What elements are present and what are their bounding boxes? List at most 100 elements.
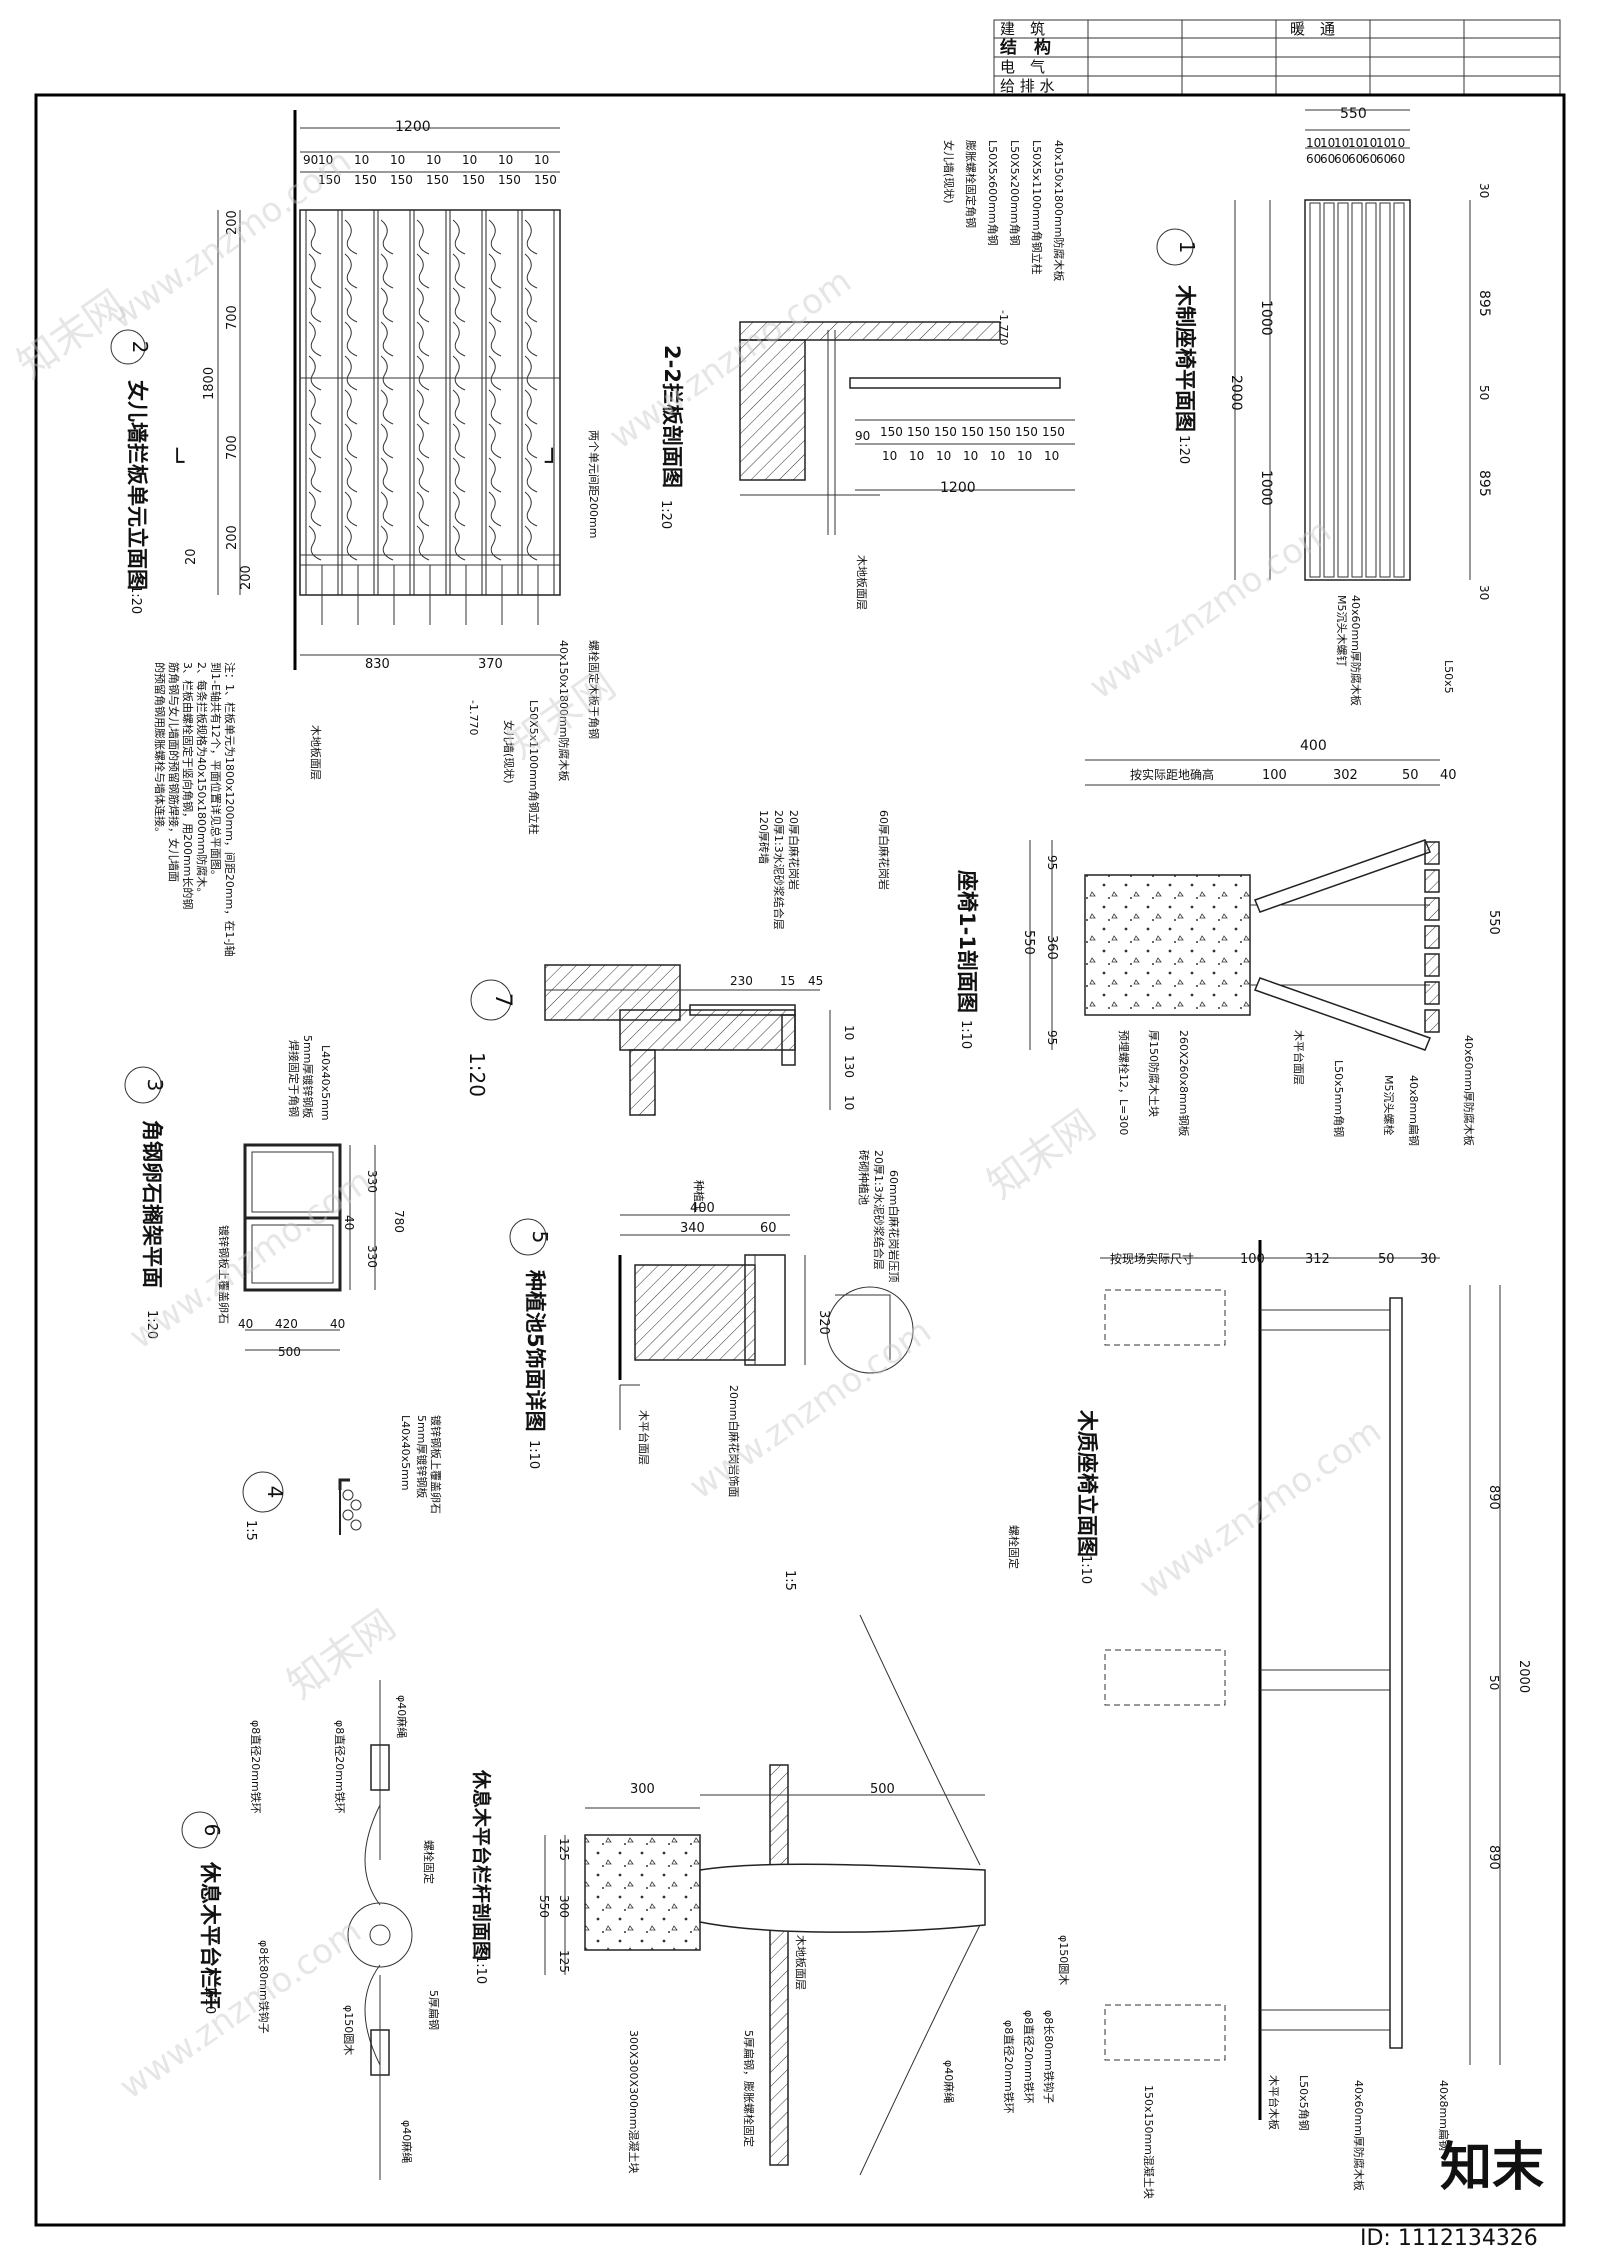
bench-seat	[1389, 1297, 1403, 2049]
wood-grain	[344, 389, 358, 425]
note-22-angle-post: L50X5x1100mm角钢立柱	[1030, 140, 1044, 275]
note-6-rope-top: φ40麻绳	[395, 1695, 409, 1738]
dim-5-400: 400	[690, 1201, 715, 1216]
wood-grain	[488, 457, 502, 493]
wood-grain	[308, 253, 322, 289]
watermark-site-2: www.znzmo.com	[602, 261, 858, 457]
dim-895-b: 895	[1476, 470, 1492, 497]
note-22-level: -1.770	[997, 310, 1010, 345]
dim-3-40-right: 40	[330, 1317, 345, 1331]
seat-elevation-scale: 1:10	[1078, 1555, 1093, 1584]
wood-grain	[308, 525, 322, 561]
dim-1-10: 10	[1348, 136, 1363, 150]
title-block-structure: 结 构	[1000, 37, 1051, 58]
footing-ghost-3	[1104, 2004, 1226, 2061]
note-5-soil: 种植土	[692, 1180, 706, 1213]
wood-grain	[524, 253, 538, 289]
wood-grain	[488, 287, 502, 323]
detail-5-title: 种植池5饰面详图	[523, 1269, 547, 1432]
dim-ss-550-right: 550	[1486, 910, 1501, 935]
dim-3-780: 780	[392, 1210, 406, 1233]
wood-grain	[308, 287, 322, 323]
watermark-site-7: www.znzmo.com	[112, 1911, 368, 2107]
note-22-expansion-bolt: 膨胀螺栓固定角钢	[964, 140, 978, 228]
detail-4-scale: 1:5	[243, 1520, 258, 1541]
note-1-screw: M5沉头木螺钉	[1335, 595, 1348, 667]
dim-5-60: 60	[760, 1221, 777, 1236]
watermark-brand-4: 知末网	[279, 1602, 404, 1709]
wood-grain	[452, 491, 466, 527]
detail-3-scale: 1:20	[144, 1310, 159, 1339]
bench-slat	[1365, 202, 1377, 578]
note-line-4: 3、栏板由螺栓固定于竖向角钢，用200mm长的钢	[181, 662, 195, 909]
wood-grain	[452, 525, 466, 561]
dim-22-150: 150	[907, 425, 930, 439]
note-5-granite-face: 20mm白麻花岗岩饰面	[727, 1385, 741, 1497]
dim-7-10-b: 10	[842, 1095, 856, 1110]
title-block-architecture: 建 筑	[1000, 20, 1045, 38]
dim-3-40: 40	[342, 1215, 356, 1230]
dim-22-150: 150	[880, 425, 903, 439]
note-22-floor: 木地板面层	[855, 555, 869, 610]
log-circle	[347, 1902, 413, 1968]
dim-1000-a: 1000	[1258, 300, 1274, 336]
dim-10: 10	[534, 153, 549, 167]
detail-5-planter: 400 340 60 320 5 种植池5饰面详图 1:10 1:5 60mm白…	[509, 1150, 914, 1591]
dim-150: 150	[354, 173, 377, 187]
note-6s-log: φ150圆木	[1057, 1935, 1070, 1985]
wood-board	[413, 209, 447, 596]
dim-1-60: 60	[1306, 152, 1321, 166]
note-6s-bolt: 螺栓固定	[1007, 1525, 1021, 1569]
seat-elevation-title: 木质座椅立面图	[1075, 1409, 1099, 1557]
bench-slat	[1323, 202, 1335, 578]
note-line-3: 2、每条拦板规格为40x150x1800mm防腐木。	[195, 662, 209, 898]
watermark-id: ID: 1112134326	[1360, 2226, 1538, 2251]
dim-6s-125-a: 125	[557, 1838, 571, 1861]
wood-grain	[524, 457, 538, 493]
note-6-flat-steel: 5厚扁钢	[427, 1990, 440, 2030]
wood-grain	[452, 287, 466, 323]
detail-3-title: 角钢卵石搁架平面	[140, 1120, 164, 1288]
detail-5-scale: 1:10	[526, 1440, 541, 1469]
parapet-section	[739, 339, 806, 481]
wood-grain	[308, 423, 322, 459]
wood-grain	[488, 423, 502, 459]
wood-grain	[488, 219, 502, 255]
dim-10: 10	[354, 153, 369, 167]
wood-board	[449, 209, 483, 596]
note-6-bolt: 螺栓固定	[422, 1840, 436, 1884]
wood-grain	[488, 525, 502, 561]
wood-grain	[452, 457, 466, 493]
dim-se-2000: 2000	[1516, 1660, 1531, 1693]
dim-6s-550: 550	[537, 1895, 551, 1918]
note-7-granite-cap: 60厚白麻花岗岩	[877, 810, 891, 890]
wood-grain	[488, 491, 502, 527]
seat-section-1-1: 400 100 302 50 40 按实际距地确高 95 360 95 550 …	[955, 738, 1501, 1146]
dim-3-420: 420	[275, 1317, 298, 1331]
dim-1200: 1200	[395, 119, 431, 135]
detail-1-scale: 1:20	[1176, 435, 1191, 464]
dim-700-b: 700	[225, 435, 240, 460]
wood-grain	[524, 219, 538, 255]
dim-22-150: 150	[988, 425, 1011, 439]
wood-grain	[524, 491, 538, 527]
seat-slat-section	[1424, 897, 1440, 921]
wood-grain	[380, 287, 394, 323]
dim-150: 150	[534, 173, 557, 187]
wood-grain	[488, 321, 502, 357]
wood-grain	[308, 389, 322, 425]
wood-grain	[344, 287, 358, 323]
wood-grain	[380, 389, 394, 425]
dim-se-30: 30	[1420, 1252, 1437, 1267]
dim-30-bottom: 30	[1477, 585, 1491, 600]
note-floor: 木地板面层	[309, 725, 323, 780]
note-6s-rope: φ40麻绳	[942, 2060, 956, 2103]
seat-section-title: 座椅1-1剖面图	[955, 870, 979, 1013]
dim-895-a: 895	[1476, 290, 1492, 317]
note-5-mortar: 20厚1:3水泥砂浆结合层	[872, 1150, 886, 1270]
note-angle-post: L50X5x1100mm角钢立柱	[527, 700, 541, 835]
note-6s-ring-a: φ8直径20mm铁环	[1022, 2010, 1036, 2104]
detail-6-title: 休息木平台栏杆	[198, 1861, 222, 2009]
detail-5-number: 5	[528, 1231, 552, 1244]
